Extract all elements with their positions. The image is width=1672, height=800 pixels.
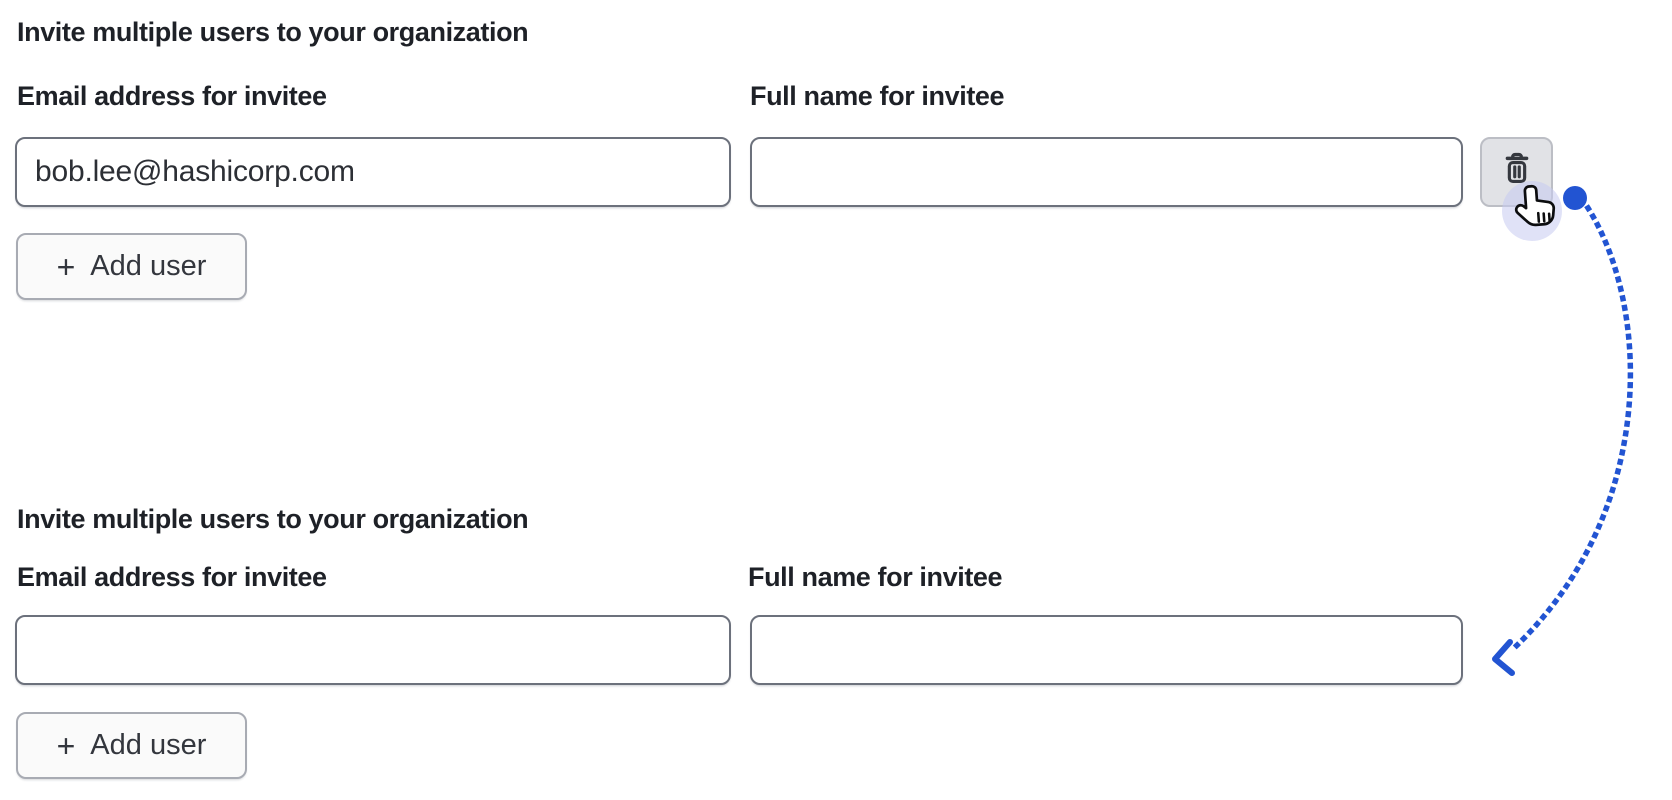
arrow-start-dot [1563,186,1587,210]
add-user-button[interactable]: + Add user [16,712,247,779]
trash-icon [1499,150,1535,193]
section-heading: Invite multiple users to your organizati… [17,17,529,47]
name-input[interactable] [750,615,1463,685]
plus-icon: + [56,727,76,764]
add-user-button[interactable]: + Add user [16,233,247,300]
delete-user-button[interactable] [1480,137,1553,207]
email-input[interactable] [15,137,731,207]
dotted-arrow [1508,204,1634,654]
name-label: Full name for invitee [750,81,1005,111]
plus-icon: + [56,248,76,285]
email-label: Email address for invitee [17,562,327,592]
name-input[interactable] [750,137,1463,207]
add-user-label: Add user [90,250,207,282]
name-label: Full name for invitee [748,562,1003,592]
arrowhead-icon [1492,639,1515,676]
email-label: Email address for invitee [17,81,327,111]
email-input[interactable] [15,615,731,685]
section-heading: Invite multiple users to your organizati… [17,504,529,534]
add-user-label: Add user [90,729,207,761]
